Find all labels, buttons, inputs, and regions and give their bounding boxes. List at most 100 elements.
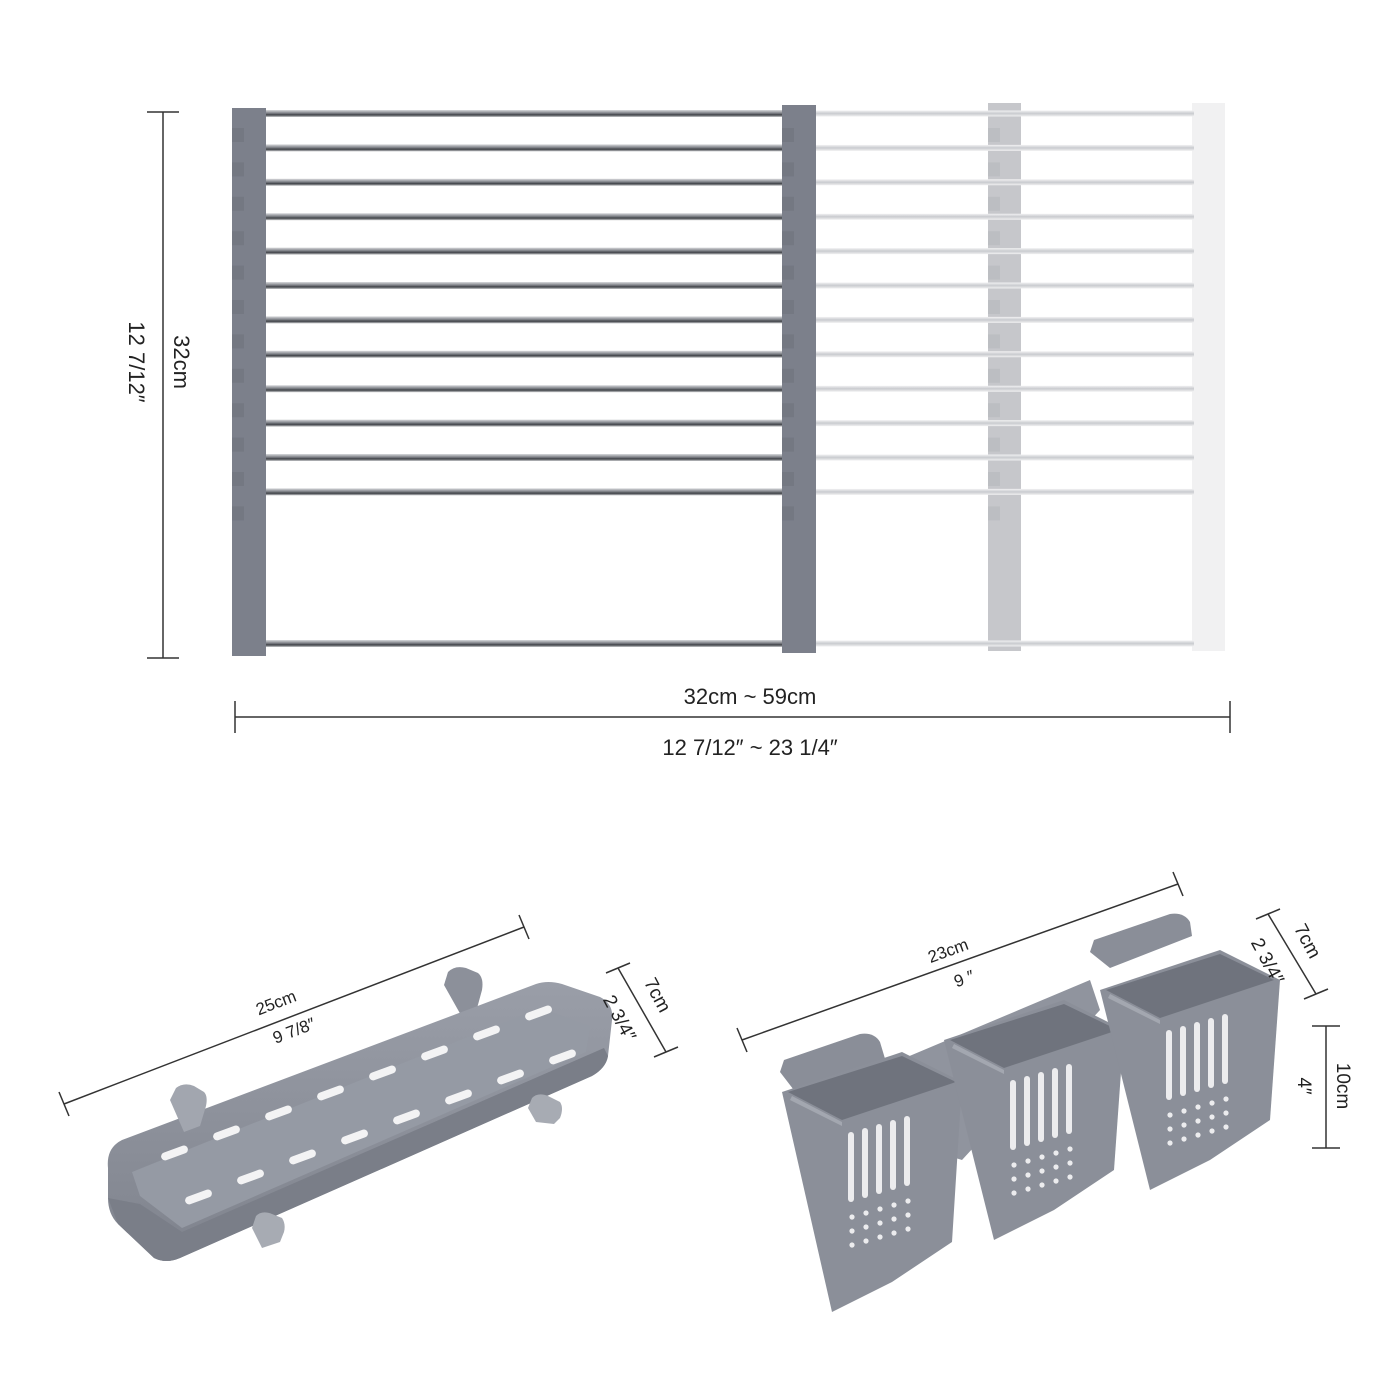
rack-rod-extension: [814, 110, 1194, 117]
rack-frame-notch: [988, 403, 1000, 418]
holder-cup-hole: [877, 1220, 883, 1226]
tray-slot: [473, 1025, 500, 1041]
rack-frame-notch: [782, 300, 794, 314]
rack-rod-extension: [814, 282, 1194, 289]
rack-frame-notch: [988, 368, 1000, 383]
rack-rod: [262, 110, 784, 117]
holder-cup-hole: [863, 1210, 869, 1216]
holder-height-metric-label: 10cm: [1332, 1063, 1353, 1109]
tray-slot: [445, 1089, 472, 1105]
rack-frame-notch: [988, 437, 1000, 452]
holder-cup-hole: [877, 1206, 883, 1212]
holder-cup-hole: [1039, 1154, 1045, 1160]
rack-frame-notch: [782, 403, 794, 418]
rack-frame-notch: [232, 437, 244, 452]
holder-cup-hole: [1039, 1182, 1045, 1188]
rack-frame-notch: [782, 472, 794, 486]
tray-hook-front-right: [252, 1212, 285, 1248]
holder-cup-slot: [1038, 1072, 1044, 1142]
rack-rod: [262, 247, 784, 255]
rack-frame-notch: [232, 368, 244, 383]
holder-cup-slot: [1066, 1064, 1072, 1134]
holder-cup-hole: [863, 1224, 869, 1230]
holder-cup-hole: [1167, 1140, 1173, 1146]
rack-frame-notch: [782, 196, 794, 211]
holder-hook-right: [1090, 913, 1192, 968]
holder-length-imperial-label: 9 ″: [951, 966, 976, 991]
roller-rack: [232, 103, 1225, 656]
holder-cup-hole: [1209, 1114, 1215, 1120]
tray-front-lip: [108, 1048, 608, 1261]
holder-cup: [1100, 950, 1280, 1190]
holder-cup-slot: [848, 1132, 854, 1202]
rack-height-metric-label: 32cm: [169, 335, 194, 389]
rack-frame-notch: [988, 506, 1000, 521]
rack-width-metric-label: 32cm ~ 59cm: [684, 684, 817, 709]
holder-cup-opening: [788, 1056, 956, 1120]
rack-rod: [262, 488, 784, 496]
rack-frame-notch: [782, 231, 794, 246]
holder-hook-left: [780, 1033, 886, 1098]
rack-frame-notch: [232, 403, 244, 418]
rack-frame-notch: [782, 265, 794, 280]
rack-frame-notch: [988, 196, 1000, 211]
holder-cup-hole: [1209, 1128, 1215, 1134]
holder-cup-slot: [1208, 1018, 1214, 1088]
tray-depth-dimension: [605, 962, 679, 1058]
rack-rod-extension: [814, 420, 1194, 427]
holder-cup-slot: [904, 1116, 910, 1186]
rack-rod: [262, 144, 784, 152]
rack-rod: [262, 316, 784, 324]
holder-cup-hole: [1011, 1190, 1017, 1196]
holder-cup-hole: [891, 1216, 897, 1222]
rack-frame-notch: [782, 162, 794, 177]
rack-width-dimension: [234, 701, 1231, 733]
rack-rods: [262, 110, 1194, 647]
tray-slot: [161, 1145, 188, 1161]
holder-cup-opening: [950, 1004, 1118, 1068]
tray-hook-side: [528, 1094, 562, 1124]
rack-rod: [262, 454, 784, 461]
holder-depth-dimension: [1255, 908, 1329, 1000]
holder-cup-slot: [876, 1124, 882, 1194]
rack-rod: [262, 419, 784, 427]
rack-frame-notch: [782, 128, 794, 142]
holder-cup-slot: [1222, 1014, 1228, 1084]
holder-cup-hole: [1223, 1110, 1229, 1116]
tray-inner-floor: [132, 1008, 590, 1228]
holder-cup-slot: [1052, 1068, 1058, 1138]
rack-frame-notch: [988, 128, 1000, 142]
holder-cup-hole: [1195, 1132, 1201, 1138]
rack-rod: [262, 385, 784, 393]
holder-cup-hole: [1025, 1172, 1031, 1178]
rack-frame-notch: [232, 162, 244, 177]
holder-cup-hole: [1181, 1122, 1187, 1128]
rack-rod: [262, 282, 784, 289]
holder-cup-slot: [890, 1120, 896, 1190]
rack-width-imperial-label: 12 7/12″ ~ 23 1/4″: [662, 735, 837, 760]
holder-cup-hole: [1053, 1164, 1059, 1170]
tray-length-imperial-label: 9 7/8″: [270, 1014, 318, 1047]
tray-drain-slots: [161, 1005, 576, 1205]
holder-cup-hole: [1067, 1146, 1073, 1152]
holder-cup-hole: [877, 1234, 883, 1240]
rack-frame-notch: [782, 437, 794, 452]
rack-rod: [262, 213, 784, 221]
rack-ghost-frame-far: [1192, 103, 1225, 651]
soap-tray: [107, 967, 613, 1261]
tray-slot: [549, 1049, 576, 1065]
holder-cup-hole: [1011, 1176, 1017, 1182]
holder-cup-rim: [952, 1044, 1004, 1074]
rack-frame-notch: [988, 334, 1000, 349]
holder-cup-hole: [905, 1226, 911, 1232]
holder-cup-hole: [1025, 1186, 1031, 1192]
rack-frame-notch: [988, 472, 1000, 486]
holder-cup: [782, 1052, 962, 1312]
holder-cup-slot: [1010, 1080, 1016, 1150]
holder-cup-hole: [1209, 1100, 1215, 1106]
rack-rod-extension: [814, 385, 1194, 392]
rack-frame-notch: [988, 300, 1000, 314]
rack-frame-notch: [782, 368, 794, 383]
holder-length-dimension: [736, 871, 1184, 1053]
